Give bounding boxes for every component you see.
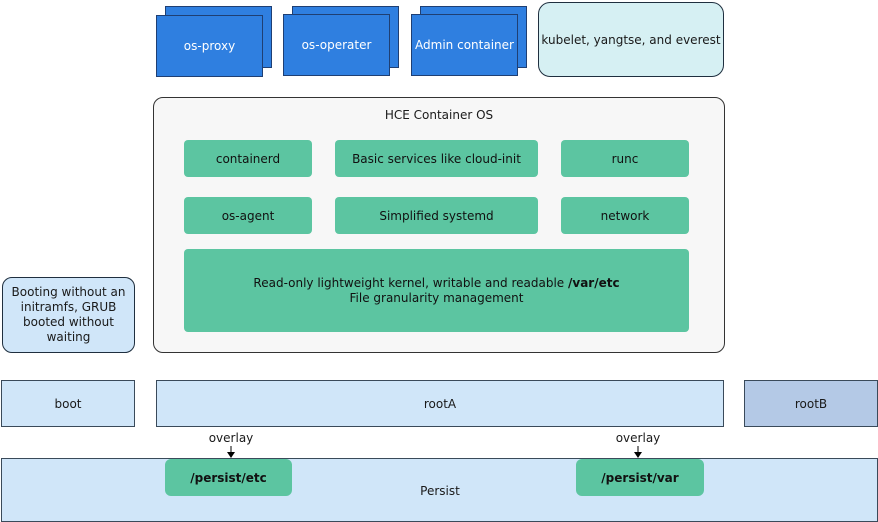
admin-container-box: Admin container (411, 14, 518, 76)
kernel-line-1: Read-only lightweight kernel, writable a… (253, 276, 619, 291)
runc-label: runc (611, 151, 639, 166)
admin-container-label: Admin container (415, 38, 514, 52)
boot-partition: boot (1, 380, 135, 427)
network-box: network (561, 197, 689, 234)
basic-services-box: Basic services like cloud-init (335, 140, 538, 177)
persist-var-box: /persist/var (576, 459, 704, 496)
rootB-partition-label: rootB (794, 396, 828, 411)
overlay-label-etc-text: overlay (208, 431, 254, 445)
os-operater-box: os-operater (283, 14, 390, 76)
external-agents-label: kubelet, yangtse, and everest (541, 32, 721, 47)
overlay-arrow-var (634, 446, 642, 458)
persist-label: Persist (380, 482, 500, 500)
rootA-partition: rootA (156, 380, 724, 427)
boot-note-box: Booting without an initramfs, GRUB boote… (2, 277, 135, 353)
kernel-box: Read-only lightweight kernel, writable a… (184, 249, 689, 332)
os-agent-box: os-agent (184, 197, 312, 234)
simplified-systemd-box: Simplified systemd (335, 197, 538, 234)
overlay-label-etc: overlay (201, 430, 261, 446)
runc-box: runc (561, 140, 689, 177)
external-agents-box: kubelet, yangtse, and everest (538, 2, 724, 77)
boot-note-text: Booting without an initramfs, GRUB boote… (11, 285, 126, 344)
persist-label-text: Persist (420, 484, 460, 498)
kernel-var-etc-path: /var/etc (567, 275, 620, 290)
overlay-label-var-text: overlay (615, 431, 661, 445)
persist-etc-label: /persist/etc (190, 470, 267, 485)
overlay-arrow-etc (227, 446, 235, 458)
os-proxy-box: os-proxy (156, 15, 263, 77)
boot-partition-label: boot (54, 396, 82, 411)
containerd-box: containerd (184, 140, 312, 177)
overlay-label-var: overlay (608, 430, 668, 446)
os-proxy-label: os-proxy (183, 39, 236, 53)
os-panel-title-text: HCE Container OS (384, 108, 494, 122)
kernel-line-1-text: Read-only lightweight kernel, writable a… (253, 275, 568, 290)
rootA-partition-label: rootA (423, 396, 457, 411)
persist-etc-box: /persist/etc (165, 459, 292, 496)
simplified-systemd-label: Simplified systemd (379, 208, 494, 223)
kernel-line-2: File granularity management (349, 290, 524, 305)
os-operater-label: os-operater (301, 38, 372, 52)
persist-var-label: /persist/var (601, 470, 679, 485)
containerd-label: containerd (215, 151, 281, 166)
basic-services-label: Basic services like cloud-init (352, 151, 521, 166)
os-agent-label: os-agent (221, 208, 275, 223)
rootB-partition: rootB (744, 380, 878, 427)
network-label: network (600, 208, 650, 223)
os-panel-title: HCE Container OS (153, 106, 725, 124)
